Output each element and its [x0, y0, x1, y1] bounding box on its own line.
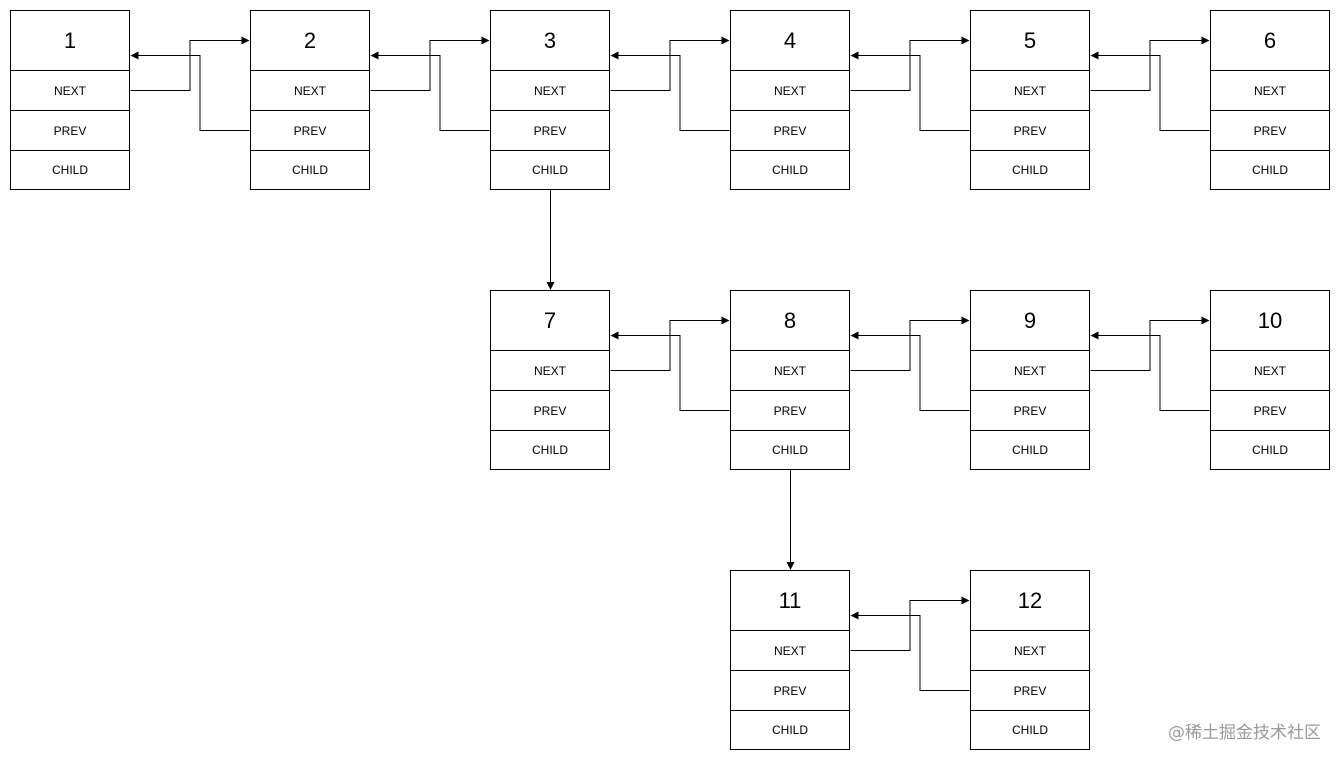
- node-6-title: 6: [1211, 11, 1329, 71]
- node-11-field-next: NEXT: [731, 631, 849, 671]
- next-link-5-6: [1090, 36, 1210, 91]
- node-9-title: 9: [971, 291, 1089, 351]
- node-8-title: 8: [731, 291, 849, 351]
- node-12-field-next: NEXT: [971, 631, 1089, 671]
- node-11-title: 11: [731, 571, 849, 631]
- node-3-field-next: NEXT: [491, 71, 609, 111]
- node-9-field-prev: PREV: [971, 391, 1089, 431]
- node-5-field-next: NEXT: [971, 71, 1089, 111]
- node-1-field-prev: PREV: [11, 111, 129, 151]
- node-3-title: 3: [491, 11, 609, 71]
- node-9-field-child: CHILD: [1011, 443, 1048, 457]
- node-8-field-prev: PREV: [731, 391, 849, 431]
- node-7-field-next: NEXT: [491, 351, 609, 391]
- node-12-field-child: CHILD: [1011, 723, 1048, 737]
- next-link-3-4: [610, 36, 730, 91]
- next-link-7-8: [610, 316, 730, 371]
- prev-link-6-5: [1090, 51, 1210, 131]
- node-7-field-child: CHILD: [531, 443, 568, 457]
- prev-link-4-3: [610, 51, 730, 131]
- node-7-field-prev: PREV: [491, 391, 609, 431]
- node-12-field-prev: PREV: [971, 671, 1089, 711]
- node-6-field-child: CHILD: [1251, 163, 1288, 177]
- next-link-1-2: [130, 36, 250, 91]
- node-6-field-next: NEXT: [1211, 71, 1329, 111]
- prev-link-8-7: [610, 331, 730, 411]
- node-1-title: 1: [11, 11, 129, 71]
- next-link-4-5: [850, 36, 970, 91]
- node-11-field-prev: PREV: [731, 671, 849, 711]
- prev-link-9-8: [850, 331, 970, 411]
- node-8-field-child: CHILD: [771, 443, 808, 457]
- node-10-field-prev: PREV: [1211, 391, 1329, 431]
- node-1-field-child: CHILD: [51, 163, 88, 177]
- node-10-title: 10: [1211, 291, 1329, 351]
- node-12-title: 12: [971, 571, 1089, 631]
- node-9-field-next: NEXT: [971, 351, 1089, 391]
- node-5-title: 5: [971, 11, 1089, 71]
- next-link-8-9: [850, 316, 970, 371]
- node-2-field-prev: PREV: [251, 111, 369, 151]
- node-7-title: 7: [491, 291, 609, 351]
- node-4-field-prev: PREV: [731, 111, 849, 151]
- node-4-field-next: NEXT: [731, 71, 849, 111]
- node-8-field-next: NEXT: [731, 351, 849, 391]
- prev-link-5-4: [850, 51, 970, 131]
- next-link-2-3: [370, 36, 490, 91]
- prev-link-10-9: [1090, 331, 1210, 411]
- node-10-field-child: CHILD: [1251, 443, 1288, 457]
- node-3-field-prev: PREV: [491, 111, 609, 151]
- node-11-field-child: CHILD: [771, 723, 808, 737]
- node-2-field-child: CHILD: [291, 163, 328, 177]
- node-6-field-prev: PREV: [1211, 111, 1329, 151]
- prev-link-3-2: [370, 51, 490, 131]
- node-1-field-next: NEXT: [11, 71, 129, 111]
- prev-link-2-1: [130, 51, 250, 131]
- next-link-11-12: [850, 596, 970, 651]
- watermark: @稀土掘金技术社区: [1168, 723, 1321, 743]
- next-link-9-10: [1090, 316, 1210, 371]
- node-10-field-next: NEXT: [1211, 351, 1329, 391]
- node-2-field-next: NEXT: [251, 71, 369, 111]
- node-3-field-child: CHILD: [531, 163, 568, 177]
- node-4-title: 4: [731, 11, 849, 71]
- node-4-field-child: CHILD: [771, 163, 808, 177]
- node-5-field-prev: PREV: [971, 111, 1089, 151]
- prev-link-12-11: [850, 611, 970, 691]
- node-5-field-child: CHILD: [1011, 163, 1048, 177]
- node-2-title: 2: [251, 11, 369, 71]
